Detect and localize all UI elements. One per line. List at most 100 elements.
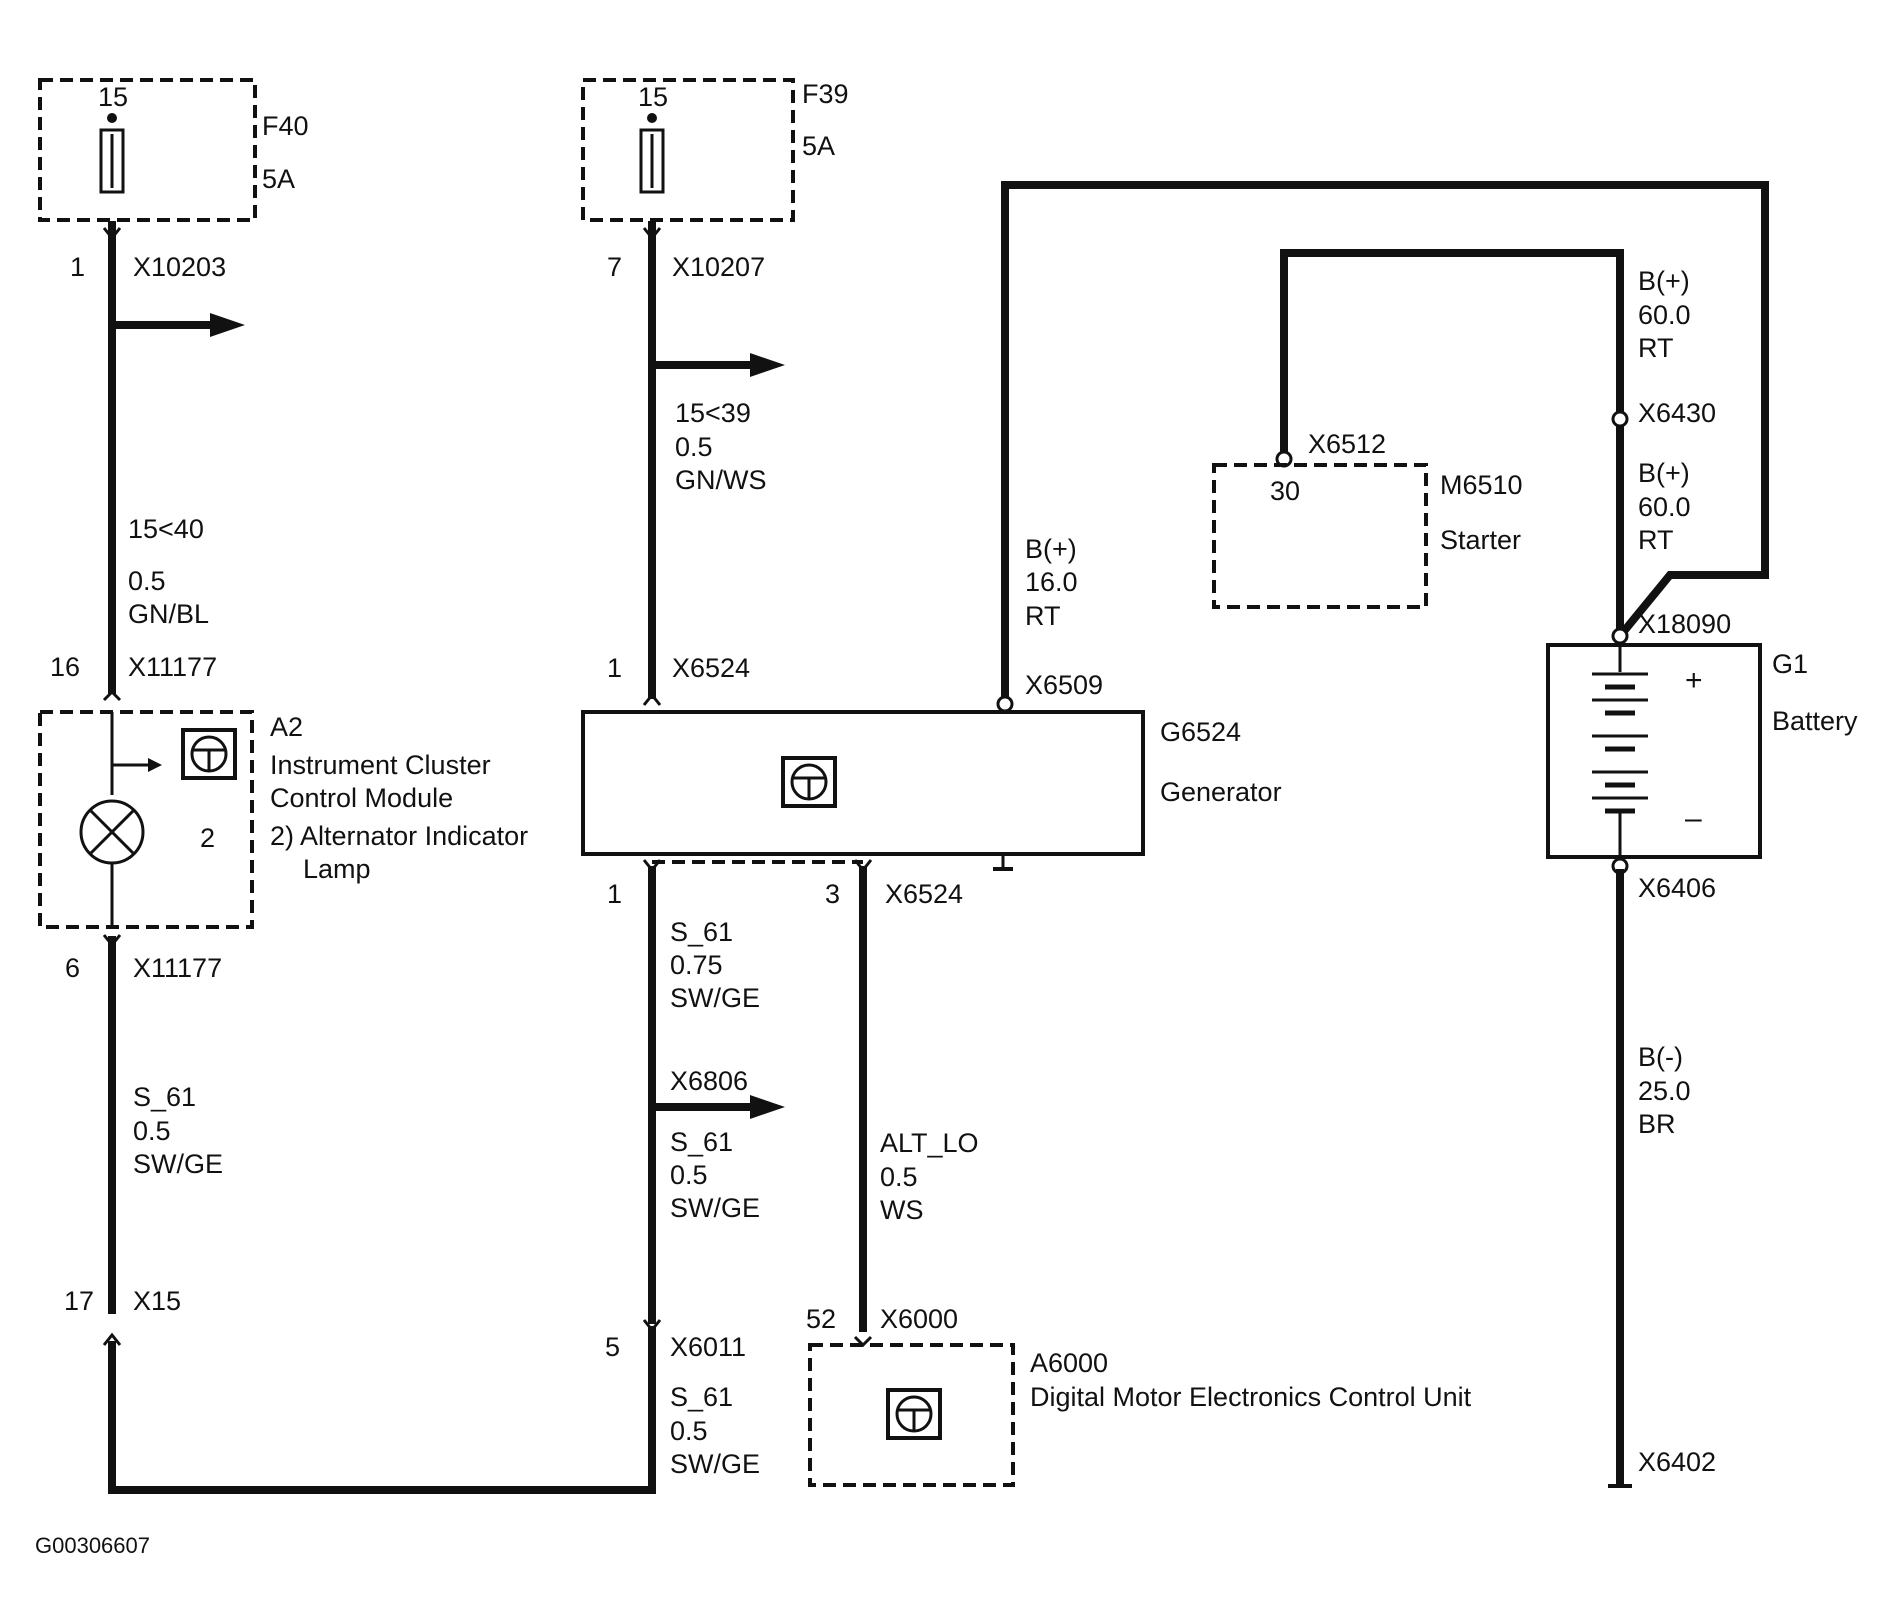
battery-minus: – (1685, 802, 1702, 835)
w1-signal: 15<40 (128, 514, 204, 544)
wire-generator-dme-s61 (642, 859, 785, 1324)
starter-name: Starter (1440, 525, 1521, 555)
generator-id: G6524 (1160, 717, 1241, 747)
wire-f40-a2 (102, 221, 245, 702)
a2-bottom-connector: X11177 (133, 953, 222, 983)
w1-color: GN/BL (128, 599, 209, 629)
a2-name-line2: Control Module (270, 783, 453, 813)
generator-g6524 (581, 710, 1145, 871)
w2-color: SW/GE (133, 1149, 223, 1179)
a2-note-line1: 2) Alternator Indicator (270, 821, 528, 851)
bneg-color: BR (1638, 1109, 1676, 1139)
battery-name: Battery (1772, 706, 1858, 736)
b2-signal: B(+) (1638, 458, 1690, 488)
g-bplus-connector: X6509 (1025, 670, 1103, 700)
starter-connector: X6512 (1308, 429, 1386, 459)
battery-id: G1 (1772, 649, 1808, 679)
b-connector-x18090: X18090 (1638, 609, 1731, 639)
w5-signal: S_61 (670, 1127, 733, 1157)
x6011-pin: 5 (605, 1332, 620, 1362)
w3-signal: 15<39 (675, 398, 751, 428)
generator-name: Generator (1160, 777, 1282, 807)
dme-id: A6000 (1030, 1348, 1108, 1378)
x15-connector: X15 (133, 1286, 181, 1316)
b1-color: RT (1638, 333, 1674, 363)
w4-split-connector: X6806 (670, 1066, 748, 1096)
w2-size: 0.5 (133, 1116, 171, 1146)
b2-size: 60.0 (1638, 492, 1691, 522)
w7-color: WS (880, 1195, 924, 1225)
wire-battery-ground (1608, 857, 1632, 1488)
g-bottom-pin3: 3 (825, 879, 840, 909)
f39-pin-label: 15 (638, 82, 668, 112)
g-bplus-size: 16.0 (1025, 567, 1078, 597)
fuse-f39: 15 F39 5A (581, 78, 849, 222)
g-bplus-color: RT (1025, 601, 1061, 631)
f40-id-label: F40 (262, 111, 309, 141)
a2-name-line1: Instrument Cluster (270, 750, 491, 780)
w3-size: 0.5 (675, 432, 713, 462)
a2-top-connector: X11177 (128, 652, 217, 682)
battery-cells-icon (1592, 645, 1648, 857)
generator-module-icon (781, 756, 837, 808)
dme-connector: X6000 (880, 1304, 958, 1334)
dme-module-icon (886, 1388, 942, 1440)
f40-amp-label: 5A (262, 164, 295, 194)
g-top-connector: X6524 (672, 653, 750, 683)
ground-connector: X6402 (1638, 1447, 1716, 1477)
w6-color: SW/GE (670, 1449, 760, 1479)
a2-id: A2 (270, 712, 303, 742)
f39-id-label: F39 (802, 79, 849, 109)
w2-signal: S_61 (133, 1082, 196, 1112)
dme-a6000 (808, 1343, 1015, 1487)
dme-name: Digital Motor Electronics Control Unit (1030, 1382, 1472, 1412)
dme-pin: 52 (806, 1304, 836, 1334)
w1-pin: 1 (70, 252, 85, 282)
x6430-pin (1611, 410, 1629, 428)
w7-signal: ALT_LO (880, 1128, 979, 1158)
bneg-signal: B(-) (1638, 1042, 1683, 1072)
b1-signal: B(+) (1638, 266, 1690, 296)
f39-amp-label: 5A (802, 131, 835, 161)
x15-pin: 17 (64, 1286, 94, 1316)
wire-a2-x15 (102, 934, 662, 1494)
w6-signal: S_61 (670, 1382, 733, 1412)
w4-color: SW/GE (670, 983, 760, 1013)
b2-color: RT (1638, 525, 1674, 555)
a2-bottom-pin: 6 (65, 953, 80, 983)
starter-m6510 (1212, 249, 1624, 640)
g-top-pin: 1 (607, 653, 622, 683)
fuse-f40: 15 F40 5A (38, 78, 309, 222)
w4-size: 0.75 (670, 950, 723, 980)
w4-signal: S_61 (670, 917, 733, 947)
wire-generator-bplus (996, 181, 1769, 713)
starter-id: M6510 (1440, 470, 1523, 500)
w5-size: 0.5 (670, 1160, 708, 1190)
a2-note-line2: Lamp (303, 854, 371, 884)
x6011-connector: X6011 (670, 1332, 746, 1362)
battery-plus: + (1685, 664, 1703, 697)
w7-size: 0.5 (880, 1162, 918, 1192)
bneg-size: 25.0 (1638, 1076, 1691, 1106)
instrument-cluster-a2 (38, 710, 254, 929)
a2-number: 2 (200, 823, 215, 853)
b1-size: 60.0 (1638, 300, 1691, 330)
g-bottom-pin1: 1 (607, 879, 622, 909)
w3-pin: 7 (607, 252, 622, 282)
g-bplus-signal: B(+) (1025, 534, 1077, 564)
w6-size: 0.5 (670, 1416, 708, 1446)
battery-neg-connector: X6406 (1638, 873, 1716, 903)
w3-color: GN/WS (675, 465, 767, 495)
starter-pin: 30 (1270, 476, 1300, 506)
f40-pin-label: 15 (98, 82, 128, 112)
g-bottom-connector: X6524 (885, 879, 963, 909)
wire-f39-generator (642, 221, 785, 706)
w1-size: 0.5 (128, 566, 166, 596)
wire-alt-lo (853, 859, 873, 1348)
figure-id: G00306607 (35, 1533, 150, 1558)
b-connector-x6430: X6430 (1638, 398, 1716, 428)
w1-connector: X10203 (133, 252, 226, 282)
w3-connector: X10207 (672, 252, 765, 282)
battery-g1 (1546, 627, 1762, 859)
